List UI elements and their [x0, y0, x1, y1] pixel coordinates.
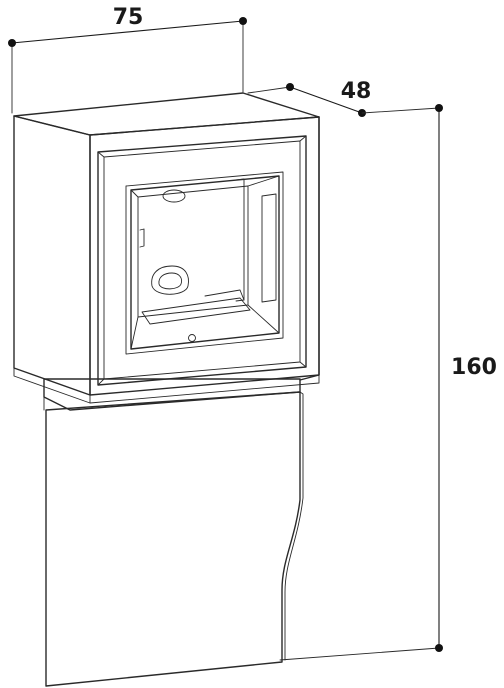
surface-mount-box — [13, 92, 320, 404]
depth-dimension-line — [289, 86, 363, 114]
box-right-face — [299, 116, 320, 381]
height-dimension: 160 — [279, 104, 497, 661]
width-label: 75 — [113, 5, 144, 30]
width-dimension: 75 — [8, 5, 247, 114]
screw-hole — [188, 334, 196, 342]
height-extension-line-bottom — [279, 647, 440, 661]
depth-endpoint-top — [286, 83, 294, 91]
inner-back-wall — [137, 185, 249, 318]
cable-knockout — [151, 265, 189, 295]
cable-trunking — [43, 378, 304, 687]
inner-right-rib — [235, 178, 245, 302]
depth-extension-line — [247, 86, 291, 94]
box-left-face — [13, 115, 91, 396]
inner-depth-edges — [130, 175, 280, 350]
inner-bottom-notch — [204, 289, 245, 301]
depth-label: 48 — [341, 79, 372, 104]
box-front-face — [89, 116, 320, 396]
trunking-right-edge — [284, 391, 304, 661]
frame-corner-bevels — [97, 135, 307, 386]
front-frame-outer — [97, 135, 307, 386]
width-endpoint-right — [239, 17, 247, 25]
cable-knockout-inner — [158, 272, 183, 290]
front-opening — [130, 175, 280, 350]
height-label: 160 — [451, 355, 497, 380]
height-endpoint-bottom — [435, 644, 443, 652]
trunking-front-body — [45, 391, 301, 687]
top-knockout — [162, 189, 186, 203]
inner-bottom-ledge — [141, 297, 251, 325]
trunking-top-cap — [43, 378, 301, 411]
height-extension-line-top — [361, 107, 440, 114]
width-endpoint-left — [8, 39, 16, 47]
width-dimension-line — [11, 20, 244, 44]
depth-dimension: 48 — [247, 79, 372, 117]
inner-right-slot — [261, 193, 277, 303]
inner-left-tab — [139, 228, 145, 248]
height-endpoint-top — [435, 104, 443, 112]
front-opening-rim — [125, 171, 284, 355]
